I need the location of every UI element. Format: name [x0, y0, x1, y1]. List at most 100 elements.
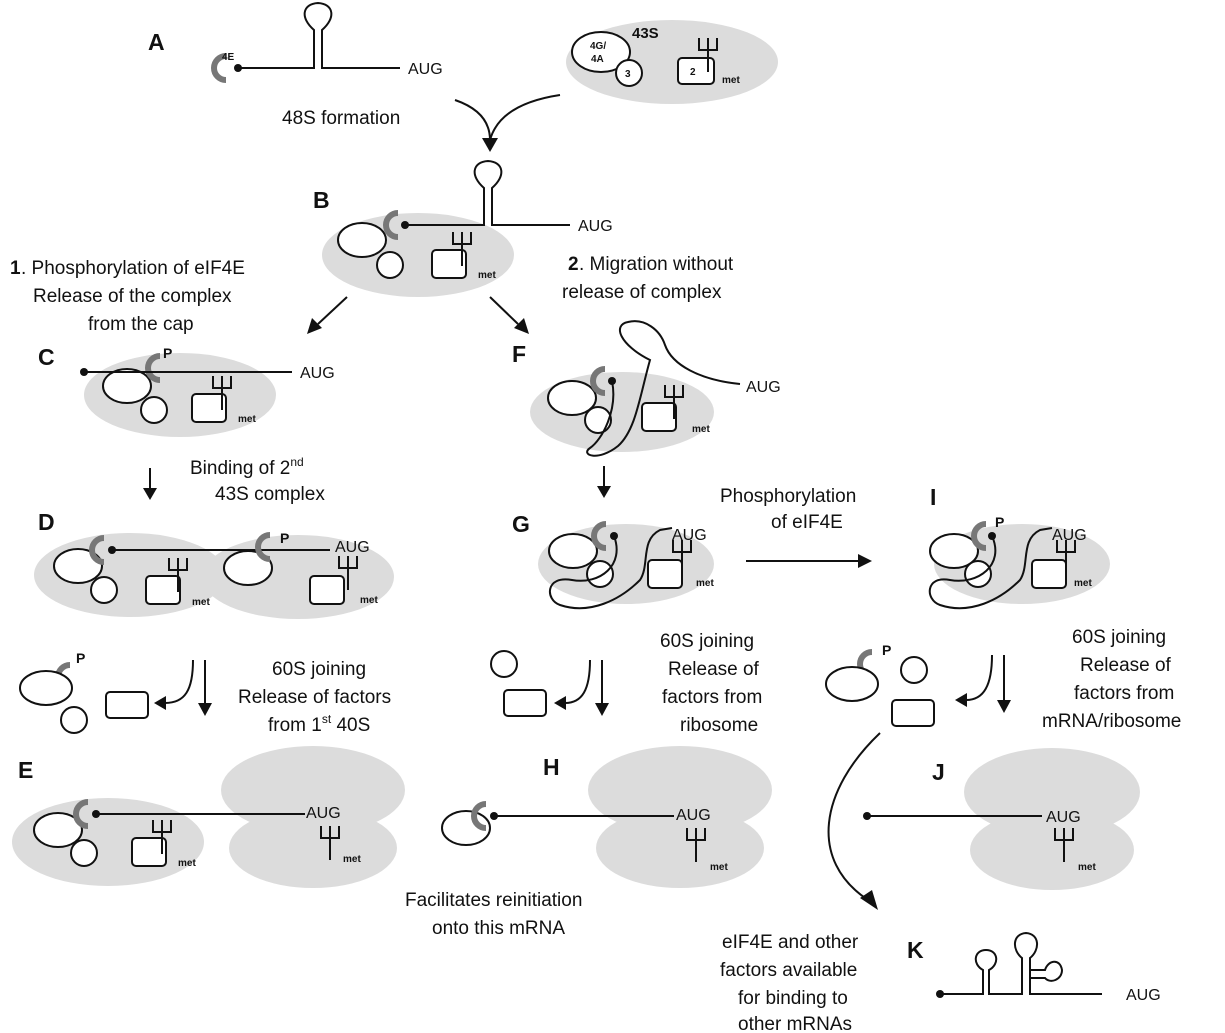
formation-arrowhead: [482, 138, 498, 152]
join-h-line3: factors from: [662, 687, 762, 708]
released-eif4g-shape: [826, 667, 878, 701]
eif2-shape: [648, 560, 682, 588]
join-arrowhead-e: [198, 703, 212, 716]
mrna-hairpin: [238, 3, 400, 68]
aug-label: AUG: [672, 527, 707, 544]
path2-number: 2: [568, 254, 579, 275]
eif4g-shape: [103, 369, 151, 403]
panel-d: D AUG met P met P 60S joining Release of…: [20, 509, 394, 736]
panel-label-k: K: [907, 937, 924, 963]
second-met-label: met: [360, 595, 378, 606]
complex-43s-label: 43S: [632, 25, 659, 42]
eif4g-label: 4G/: [590, 41, 606, 52]
path1-arrow: [318, 297, 347, 324]
eif2-label: 2: [690, 67, 696, 78]
released-eif3-shape: [61, 707, 87, 733]
panel-label-c: C: [38, 344, 55, 370]
join-e-line2: Release of factors: [238, 687, 391, 708]
join-e-line3-text: from 1: [268, 715, 322, 736]
met-80s-label: met: [1078, 862, 1096, 873]
join-h-line2: Release of: [668, 659, 760, 680]
panel-label-h: H: [543, 754, 560, 780]
phos-arrowhead: [858, 554, 872, 568]
eif2-shape: [1032, 560, 1066, 588]
phospho-label: P: [995, 514, 1004, 530]
panel-a: A 4E AUG 4G/ 4A 3 43S 2 met 48S formatio…: [148, 3, 778, 152]
join-e-line3-end: 40S: [331, 715, 370, 736]
h-note-line2: onto this mRNA: [432, 918, 565, 939]
panel-h: H AUG met Facilitates reinitiation onto …: [405, 746, 772, 939]
join-j-line3: factors from: [1074, 683, 1174, 704]
aug-label: AUG: [408, 61, 443, 78]
panel-label-j: J: [932, 759, 945, 785]
join-j-line4: mRNA/ribosome: [1042, 711, 1181, 732]
aug-label: AUG: [1046, 809, 1081, 826]
eif2-shape: [642, 403, 676, 431]
second-eif2-shape: [310, 576, 344, 604]
phos-label-line1: Phosphorylation: [720, 486, 856, 507]
join-j-line1: 60S joining: [1072, 627, 1166, 648]
merge-arrow-right: [490, 95, 560, 140]
released-eif4g-shape: [20, 671, 72, 705]
release-arrow-j: [966, 655, 992, 700]
panel-c: C P AUG met Binding of 2nd 43S complex: [38, 344, 335, 505]
eif3-shape: [141, 397, 167, 423]
merge-arrow-left: [455, 100, 490, 140]
release-arrowhead-j: [955, 693, 967, 707]
h-note-line1: Facilitates reinitiation: [405, 890, 582, 911]
phospho-label: P: [280, 530, 289, 546]
panel-label-e: E: [18, 757, 33, 783]
eif4e-label: 4E: [222, 52, 235, 63]
eif3-shape: [377, 252, 403, 278]
aug-label: AUG: [676, 807, 711, 824]
met-label: met: [696, 578, 714, 589]
aug-label: AUG: [578, 218, 613, 235]
eif3-shape: [585, 407, 611, 433]
path1-title: . Phosphorylation of eIF4E: [21, 258, 245, 279]
release-arrowhead-h: [554, 696, 566, 710]
met-label: met: [178, 858, 196, 869]
binding-label-line2: 43S complex: [215, 484, 325, 505]
join-arrowhead-h: [595, 703, 609, 716]
path1-number: 1: [10, 258, 21, 279]
path1-arrowhead: [307, 318, 322, 334]
eif4g-shape: [549, 534, 597, 568]
binding-label-line1: Binding of 2nd: [190, 455, 304, 479]
k-note-line3: for binding to: [738, 988, 848, 1009]
formation-48s-label: 48S formation: [282, 108, 400, 129]
panel-j: J AUG met: [863, 748, 1140, 890]
binding-label-sup: nd: [290, 455, 303, 469]
panel-e: E AUG met met: [12, 746, 405, 888]
path2-title: . Migration without: [579, 254, 734, 275]
path2-arrowhead: [514, 318, 529, 334]
met-80s-label: met: [343, 854, 361, 865]
met-label: met: [1074, 578, 1092, 589]
phospho-label: P: [163, 345, 172, 361]
released-eif3-shape: [901, 657, 927, 683]
met-label: met: [692, 424, 710, 435]
released-eif2-shape: [504, 690, 546, 716]
panel-f: F AUG met: [512, 321, 781, 498]
aug-label: AUG: [306, 805, 341, 822]
join-e-line3: from 1st 40S: [268, 712, 370, 736]
join-arrowhead-j: [997, 700, 1011, 713]
met-label: met: [722, 75, 740, 86]
k-note-line2: factors available: [720, 960, 857, 981]
eif3-shape: [91, 577, 117, 603]
released-eif2-shape: [106, 692, 148, 718]
eif4g-shape: [338, 223, 386, 257]
k-note-line4: other mRNAs: [738, 1014, 852, 1033]
join-e-line1: 60S joining: [272, 659, 366, 680]
path2-arrow: [490, 297, 518, 324]
met-label: met: [478, 270, 496, 281]
eif3-label: 3: [625, 69, 631, 80]
panel-g: G AUG met Phosphorylation of eIF4E 60S j…: [491, 486, 872, 736]
path1-line3: from the cap: [88, 314, 194, 335]
panel-label-b: B: [313, 187, 330, 213]
join-h-line4: ribosome: [680, 715, 758, 736]
aug-label: AUG: [746, 379, 781, 396]
met-label: met: [192, 597, 210, 608]
aug-label: AUG: [300, 365, 335, 382]
panel-label-f: F: [512, 341, 526, 367]
